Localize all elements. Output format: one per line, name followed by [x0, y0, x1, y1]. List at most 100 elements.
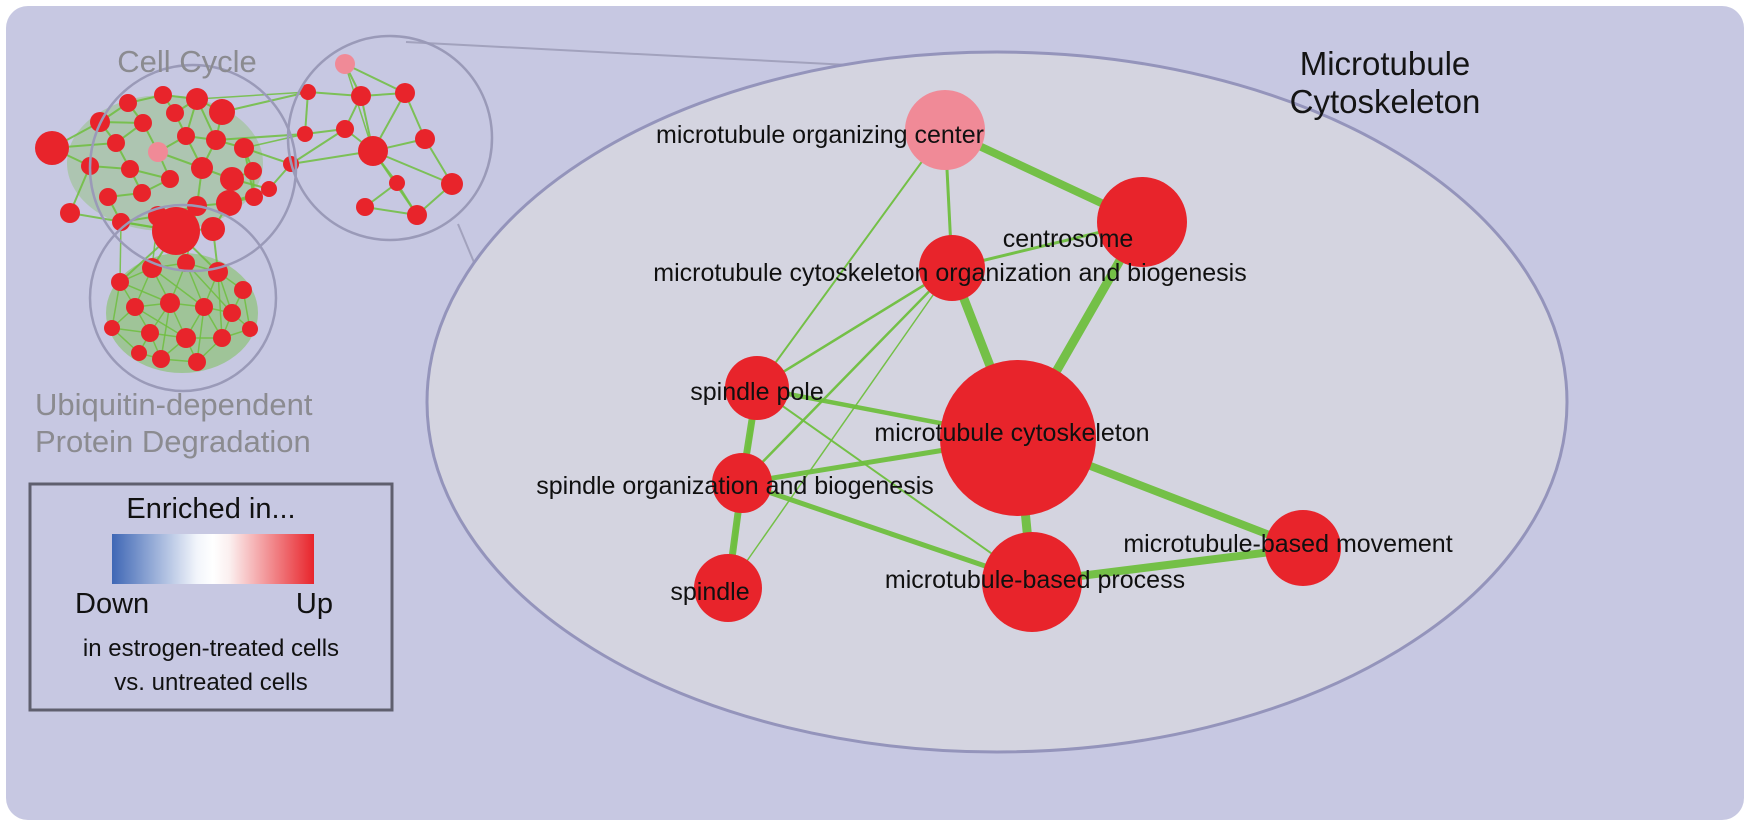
mini-node[interactable]	[152, 207, 200, 255]
mini-edge	[196, 91, 309, 100]
detail-label-layer: microtubule organizing center centrosome m…	[536, 121, 1452, 606]
mini-node[interactable]	[133, 184, 151, 202]
mini-node[interactable]	[186, 88, 208, 110]
mini-node[interactable]	[104, 320, 120, 336]
mini-edge	[119, 221, 122, 283]
mini-node[interactable]	[201, 217, 225, 241]
mini-edge	[344, 63, 374, 152]
mini-node[interactable]	[177, 254, 195, 272]
mini-edge	[344, 63, 406, 94]
mini-node[interactable]	[245, 188, 263, 206]
edge	[740, 266, 954, 485]
mini-node[interactable]	[389, 175, 405, 191]
mini-node[interactable]	[154, 86, 172, 104]
node-label: microtubule-based movement	[1123, 530, 1452, 558]
node-sob[interactable]	[712, 453, 772, 513]
mini-node[interactable]	[161, 170, 179, 188]
mini-node[interactable]	[160, 293, 180, 313]
mini-node[interactable]	[131, 345, 147, 361]
mini-node[interactable]	[415, 129, 435, 149]
mini-node[interactable]	[142, 258, 162, 278]
mini-node[interactable]	[134, 114, 152, 132]
edge	[756, 387, 1033, 583]
mini-node[interactable]	[335, 54, 355, 74]
mini-node[interactable]	[209, 99, 235, 125]
mini-node[interactable]	[206, 130, 226, 150]
mini-edge	[290, 128, 346, 165]
node-label: spindle organization and biogenesis	[536, 472, 934, 500]
mini-node[interactable]	[213, 329, 231, 347]
mini-node[interactable]	[121, 160, 139, 178]
detail-node-layer	[694, 90, 1341, 632]
mini-node[interactable]	[166, 104, 184, 122]
mini-node[interactable]	[126, 298, 144, 316]
mini-node[interactable]	[148, 142, 168, 162]
node-label: spindle	[670, 578, 749, 606]
detail-title-line1: Microtubule	[1300, 45, 1471, 82]
legend: Enriched in... Down Up in estrogen-treat…	[28, 482, 394, 712]
mini-node[interactable]	[242, 321, 258, 337]
node-label: microtubule organizing center	[656, 121, 984, 149]
mini-node[interactable]	[407, 205, 427, 225]
mini-node[interactable]	[191, 157, 213, 179]
mini-node[interactable]	[351, 86, 371, 106]
mini-edge	[196, 306, 205, 363]
node-cen[interactable]	[1097, 177, 1187, 267]
edge	[727, 267, 953, 589]
mini-node[interactable]	[107, 134, 125, 152]
detail-title-line2: Cytoskeleton	[1290, 83, 1481, 120]
mini-node[interactable]	[177, 127, 195, 145]
legend-title: Enriched in...	[126, 493, 295, 525]
legend-border	[28, 482, 394, 712]
ubiquitin-label-line1: Ubiquitin-dependent	[35, 387, 313, 422]
mini-node[interactable]	[234, 281, 252, 299]
mini-node[interactable]	[300, 84, 316, 100]
mini-node[interactable]	[395, 83, 415, 103]
legend-gradient-bar	[112, 534, 314, 584]
edge	[756, 129, 946, 389]
mini-node[interactable]	[119, 94, 137, 112]
mini-node[interactable]	[336, 120, 354, 138]
mini-node[interactable]	[195, 298, 213, 316]
mini-node[interactable]	[297, 126, 313, 142]
mini-node[interactable]	[99, 188, 117, 206]
mini-node[interactable]	[220, 167, 244, 191]
mini-node[interactable]	[141, 324, 159, 342]
cluster-circle-cell-cycle	[88, 63, 298, 273]
mini-edge	[151, 267, 205, 308]
edge	[755, 266, 954, 390]
mini-node[interactable]	[358, 136, 388, 166]
mini-node[interactable]	[112, 213, 130, 231]
cell-cycle-label: Cell Cycle	[117, 44, 257, 79]
legend-up-label: Up	[296, 588, 333, 620]
mini-node[interactable]	[111, 273, 129, 291]
mini-edge	[243, 133, 306, 149]
mini-node[interactable]	[441, 173, 463, 195]
node-label: microtubule cytoskeleton organization an…	[653, 259, 1246, 287]
node-spn[interactable]	[694, 554, 762, 622]
node-mbm[interactable]	[1265, 510, 1341, 586]
mini-node[interactable]	[60, 203, 80, 223]
edge	[739, 480, 1035, 585]
mini-node[interactable]	[176, 328, 196, 348]
mini-node[interactable]	[35, 131, 69, 165]
node-moc[interactable]	[905, 90, 985, 170]
mini-node[interactable]	[216, 190, 242, 216]
mini-node[interactable]	[356, 198, 374, 216]
legend-caption-line1: in estrogen-treated cells	[83, 635, 339, 662]
mini-node[interactable]	[244, 162, 262, 180]
mini-node[interactable]	[152, 350, 170, 368]
cluster-circle-microtubule	[286, 34, 494, 242]
mini-node[interactable]	[223, 304, 241, 322]
ubiquitin-label-line2: Protein Degradation	[35, 424, 311, 459]
node-mc[interactable]	[940, 360, 1096, 516]
node-mcob[interactable]	[919, 235, 985, 301]
mini-node[interactable]	[261, 181, 277, 197]
node-mbp[interactable]	[982, 532, 1082, 632]
mini-node[interactable]	[188, 353, 206, 371]
node-label: centrosome	[1003, 225, 1134, 253]
node-sp[interactable]	[725, 356, 789, 420]
mini-node[interactable]	[234, 138, 254, 158]
